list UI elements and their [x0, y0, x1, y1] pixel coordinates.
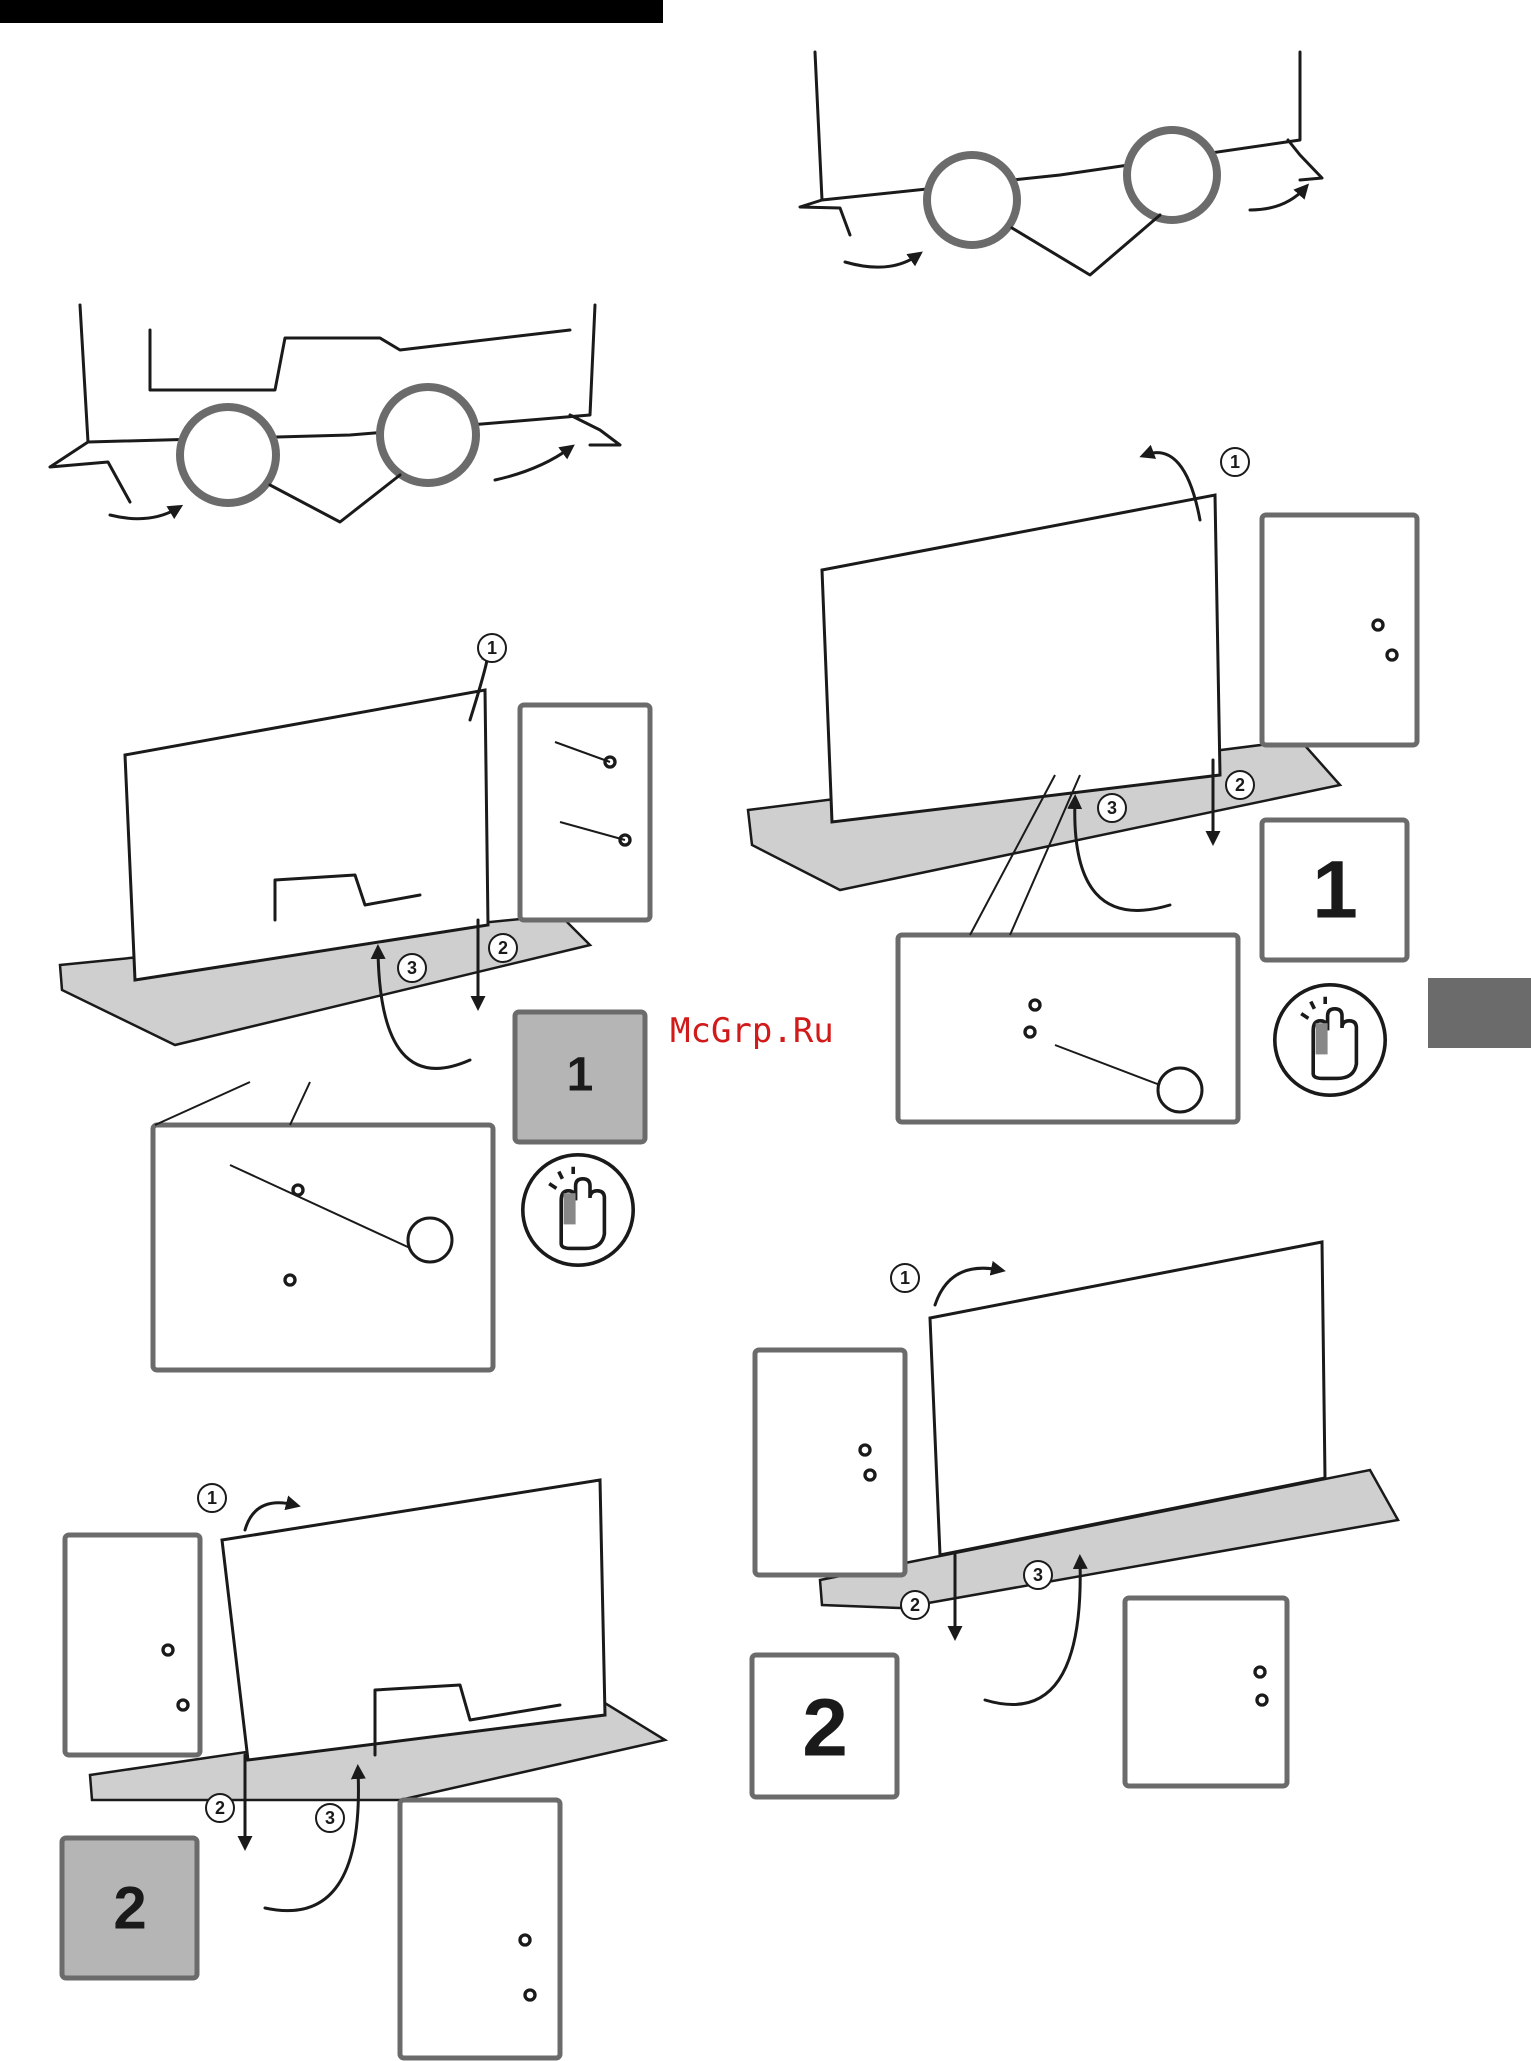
attach-stand-right-bottom-illustration: 1 2 3 2: [752, 1242, 1398, 1797]
attach-stand-left-illustration: 1 2 3 1: [60, 634, 650, 1370]
attach-stand-right-illustration: 1 2 3 1: [748, 448, 1417, 1122]
side-tab: [1428, 978, 1531, 1048]
attach-stand-left-bottom-illustration: 1 2 3 2: [62, 1480, 665, 2058]
stand-rotate-left-illustration: [50, 305, 620, 522]
step-number-2-right: 2: [1235, 775, 1245, 795]
step-number-1-right: 1: [1230, 452, 1240, 472]
curved-arrow-icon: [495, 448, 570, 480]
step-number-2-bottom-right: 2: [910, 1595, 920, 1615]
step-number-3: 3: [407, 958, 417, 978]
header-bar: [0, 0, 663, 23]
stand-label-2: 2: [802, 1683, 848, 1774]
step-number-3-right: 3: [1107, 798, 1117, 818]
step-number-1-bottom-left: 1: [207, 1488, 217, 1508]
step-number-2-bottom-left: 2: [215, 1798, 225, 1818]
step-number-1-bottom-right: 1: [900, 1268, 910, 1288]
hand-press-icon: [1275, 985, 1385, 1095]
stand-rotate-right-illustration: [800, 52, 1322, 275]
curved-arrow-icon: [845, 255, 918, 267]
curved-arrow-icon: [110, 508, 178, 519]
watermark: McGrp.Ru: [670, 1011, 834, 1051]
step-number-1: 1: [487, 638, 497, 658]
step-number-2: 2: [498, 938, 508, 958]
rotate-arrow-icon: [1158, 1068, 1202, 1112]
rotate-arrow-icon: [408, 1218, 452, 1262]
step-number-3-bottom-right: 3: [1033, 1565, 1043, 1585]
stand-label-2-small: 2: [113, 1875, 146, 1942]
stand-label-1: 1: [1312, 845, 1358, 936]
hand-press-icon: [523, 1155, 633, 1265]
step-number-3-bottom-left: 3: [325, 1808, 335, 1828]
stand-label-1-small: 1: [567, 1049, 594, 1102]
curved-arrow-icon: [1250, 188, 1305, 210]
